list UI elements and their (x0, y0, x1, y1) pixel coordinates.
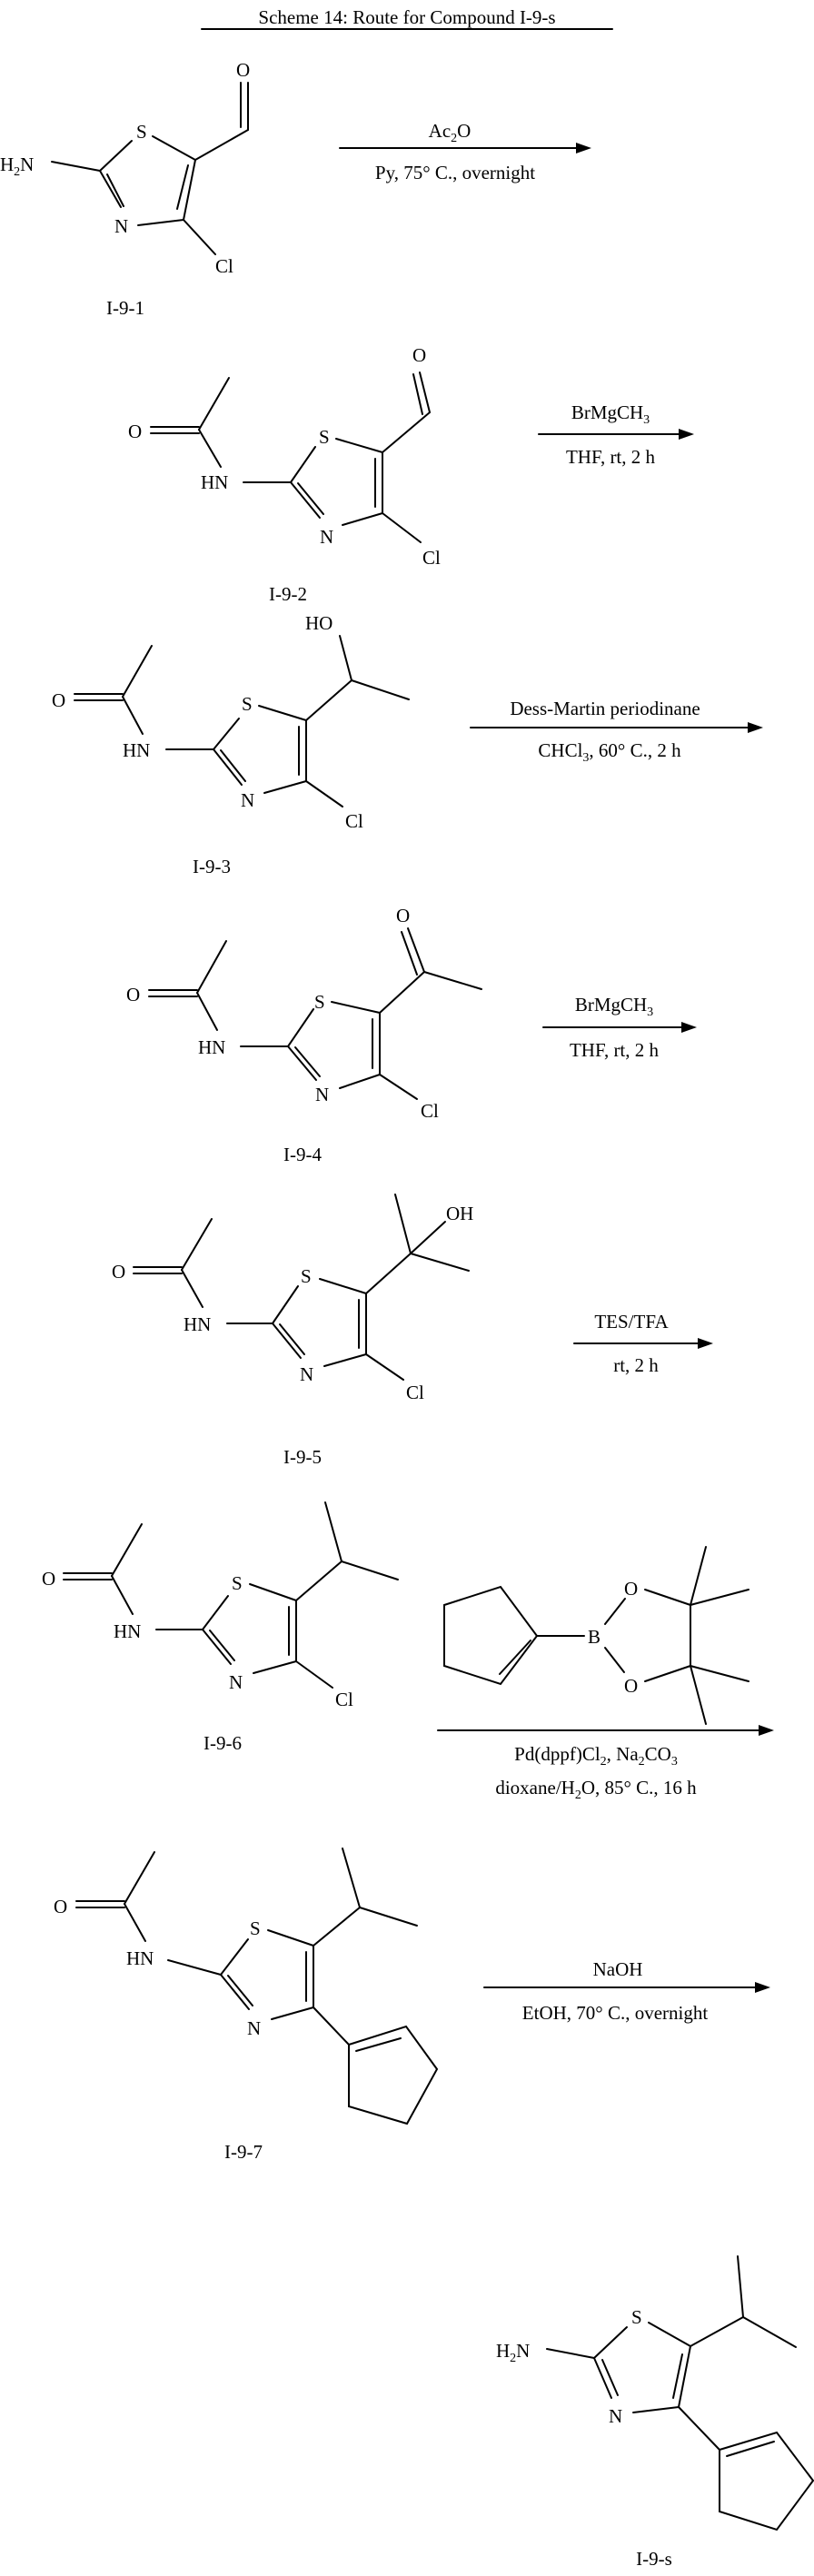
atom-o-amide: O (126, 984, 140, 1006)
atom-o-bottom: O (624, 1675, 638, 1697)
atom-o-amide: O (112, 1261, 125, 1283)
solvent-conditions: dioxane/H2O, 85° C., 16 h (495, 1777, 697, 1802)
reagent-above: NaOH (593, 1958, 643, 1980)
atom-cl: Cl (345, 810, 363, 832)
atom-o: O (396, 905, 410, 926)
atom-hn: HN (114, 1620, 141, 1642)
reagent-above: Dess-Martin periodinane (510, 698, 700, 719)
atom-hn: HN (126, 1947, 154, 1969)
compound-I-9-5: O HN S OH N Cl I-9-5 (112, 1194, 473, 1468)
atom-hn: HN (184, 1313, 211, 1335)
reaction-arrow-3: Dess-Martin periodinane CHCl3, 60° C., 2… (470, 698, 763, 765)
catalyst-conditions: Pd(dppf)Cl2, Na2CO3 (514, 1743, 678, 1769)
atom-n: N (114, 215, 128, 237)
reaction-arrow-6: Pd(dppf)Cl2, Na2CO3 dioxane/H2O, 85° C.,… (437, 1725, 774, 1802)
compound-I-9-6: O HN S N Cl I-9-6 (42, 1501, 399, 1754)
atom-cl: Cl (421, 1100, 439, 1122)
atom-s: S (232, 1572, 243, 1594)
conditions-below: THF, rt, 2 h (566, 446, 656, 468)
reagent-above: BrMgCH3 (575, 994, 653, 1019)
reaction-arrow-5: TES/TFA rt, 2 h (573, 1311, 713, 1376)
atom-b: B (588, 1626, 601, 1648)
atom-ho: HO (305, 612, 333, 634)
atom-n: N (247, 2017, 261, 2039)
compound-I-9-7: O HN S N I-9-7 (54, 1848, 439, 2163)
scheme-title: Scheme 14: Route for Compound I-9-s (201, 6, 613, 30)
conditions-below: THF, rt, 2 h (570, 1039, 660, 1061)
reaction-arrow-7: NaOH EtOH, 70° C., overnight (483, 1958, 770, 2024)
atom-n: N (609, 2405, 622, 2427)
boronate-reagent-structure: B O O (443, 1546, 749, 1725)
atom-n: N (320, 526, 333, 548)
compound-I-9-4: O HN S O N Cl I-9-4 (126, 905, 482, 1165)
conditions-below: rt, 2 h (613, 1354, 659, 1376)
reagent-above: BrMgCH3 (571, 401, 650, 427)
atom-o-amide: O (54, 1896, 67, 1917)
atom-amine: H2N (496, 2340, 530, 2365)
compound-label: I-9-6 (204, 1732, 242, 1754)
compound-I-9-1: H2N S O N Cl I-9-1 (0, 59, 250, 319)
atom-cl: Cl (422, 547, 441, 569)
reagent-above: Ac2O (429, 120, 472, 145)
atom-o-amide: O (128, 421, 142, 442)
atom-hn: HN (198, 1036, 225, 1058)
atom-n: N (241, 789, 254, 811)
conditions-below: CHCl3, 60° C., 2 h (538, 739, 681, 765)
compound-label: I-9-2 (269, 583, 307, 605)
reaction-arrow-1: Ac2O Py, 75° C., overnight (339, 120, 591, 183)
compound-label: I-9-3 (193, 856, 231, 877)
atom-cl: Cl (406, 1382, 424, 1403)
atom-s: S (631, 2306, 642, 2328)
compound-label: I-9-4 (283, 1144, 322, 1165)
atom-s: S (136, 121, 147, 143)
cyclopentene-ring (719, 2431, 814, 2531)
atom-o: O (236, 59, 250, 81)
compound-label: I-9-s (636, 2548, 672, 2570)
compound-I-9-2: O HN S O N Cl I-9-2 (128, 344, 441, 605)
atom-cl: Cl (215, 255, 233, 277)
compound-I-9-s: H2N S N I-9-s (496, 2255, 814, 2570)
atom-hn: HN (201, 471, 228, 493)
compound-label: I-9-1 (106, 297, 144, 319)
atom-hn: HN (123, 739, 150, 761)
atom-s: S (314, 991, 325, 1013)
cyclopentene-ring (348, 2025, 439, 2125)
atom-o-top: O (624, 1578, 638, 1600)
atom-o-amide: O (42, 1568, 55, 1590)
compound-label: I-9-7 (224, 2141, 263, 2163)
atom-s: S (319, 426, 330, 448)
conditions-below: EtOH, 70° C., overnight (522, 2002, 709, 2024)
atom-s: S (250, 1917, 261, 1939)
reaction-arrow-2: BrMgCH3 THF, rt, 2 h (538, 401, 694, 468)
atom-o: O (412, 344, 426, 366)
atom-cl: Cl (335, 1689, 353, 1710)
atom-s: S (242, 693, 253, 715)
title-text: Scheme 14: Route for Compound I-9-s (258, 6, 555, 28)
reaction-arrow-4: BrMgCH3 THF, rt, 2 h (542, 994, 697, 1061)
compound-label: I-9-5 (283, 1446, 322, 1468)
cyclopentene-ring (443, 1585, 539, 1686)
reagent-above: TES/TFA (594, 1311, 669, 1333)
atom-o-amide: O (52, 689, 65, 711)
conditions-below: Py, 75° C., overnight (375, 162, 535, 183)
atom-n: N (229, 1671, 243, 1693)
atom-amine: H2N (0, 154, 34, 179)
atom-n: N (300, 1363, 313, 1385)
atom-n: N (315, 1084, 329, 1105)
compound-I-9-3: O HN S HO N Cl I-9-3 (52, 612, 410, 877)
atom-oh: OH (446, 1203, 473, 1224)
atom-s: S (301, 1265, 312, 1287)
